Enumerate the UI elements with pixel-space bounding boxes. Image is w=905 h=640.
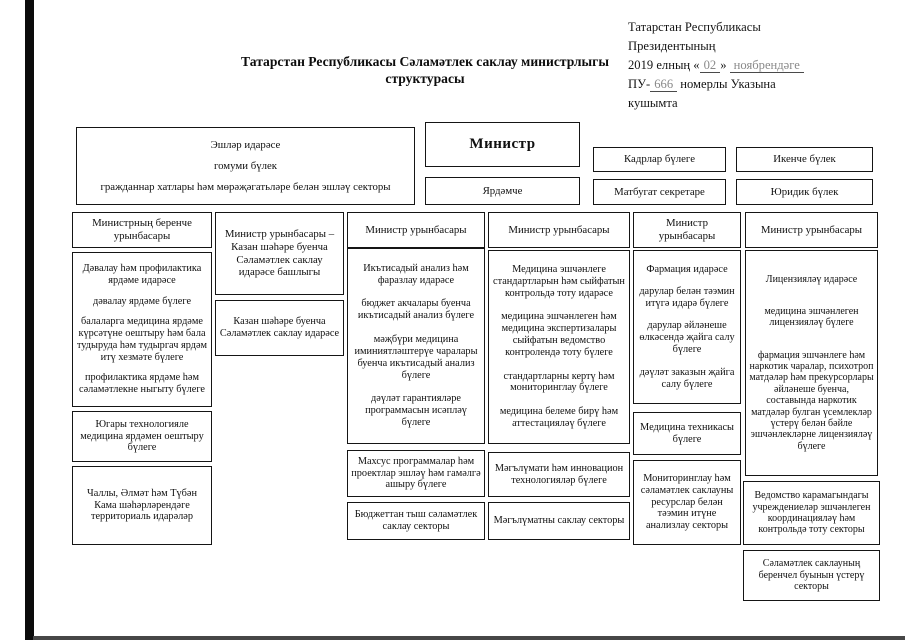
column-5-head-deputy: Министр урынбасары <box>633 212 741 248</box>
org-box-legal-dept: Юридик бүлек <box>736 179 873 205</box>
org-box-press-secretary: Матбугат секретаре <box>593 179 726 205</box>
column-4-unit-it-innovation: Мәгълүмати һәм инновацион технологияләр … <box>488 452 630 497</box>
org-box-hr-dept: Кадрлар бүлеге <box>593 147 726 172</box>
annotation-line: Президентының <box>628 38 716 53</box>
column-4-unit-info-security-sector: Мәгълүматны саклау секторы <box>488 502 630 540</box>
column-2-head-deputy-kazan: Министр урынбасары – Казан шәһәре буенча… <box>215 212 344 295</box>
scan-edge-left <box>25 0 34 640</box>
annotation-line: Татарстан Республикасы <box>628 20 761 34</box>
column-6-unit-primary-care-sector: Сәламәтлек саклауның беренчел буынын үст… <box>743 550 880 601</box>
column-6-head-deputy: Министр урынбасары <box>745 212 878 248</box>
date-day-fill: 02 <box>699 57 721 73</box>
column-6-unit-subordinate-coordination: Ведомство карамагындагы учреждениеләр эш… <box>743 481 880 545</box>
org-box-second-dept: Икенче бүлек <box>736 147 873 172</box>
column-5-unit-medical-equipment: Медицина техникасы бүлеге <box>633 412 741 455</box>
decree-number-fill: 666 <box>650 76 678 92</box>
annotation-line: кушымта <box>628 95 678 110</box>
annotation-line-date: 2019 елның «02» ноябрендәге <box>628 56 898 75</box>
column-3-unit-extrabudget-sector: Бюджеттан тыш сәламәтлек саклау секторы <box>347 502 485 540</box>
column-3-head-deputy: Министр урынбасары <box>347 212 485 248</box>
column-1-head-first-deputy: Министрның беренче урынбасары <box>72 212 212 248</box>
column-2-unit-kazan-health: Казан шәһәре буенча Сәламәтлек саклау ид… <box>215 300 344 356</box>
column-1-unit-hightech-care: Югары технологияле медицина ярдәмен оешт… <box>72 411 212 462</box>
column-4-unit-standards-quality: Медицина эшчәнлеге стандартларын һәм сый… <box>488 250 630 444</box>
decree-annotation: Татарстан Республикасы Президентының 201… <box>628 18 898 112</box>
column-4-head-deputy: Министр урынбасары <box>488 212 630 248</box>
column-5-unit-monitoring-resources: Мониторинглау һәм сәламәтлек саклауны ре… <box>633 460 741 545</box>
date-month-fill: ноябрендәге <box>729 57 804 73</box>
scan-edge-bottom <box>33 636 905 640</box>
chart-title: Татарстан Республикасы Сәламәтлек саклау… <box>241 54 609 86</box>
column-3-unit-special-programs: Махсус программалар һәм проектлар эшләү … <box>347 450 485 497</box>
org-box-assistant: Ярдәмче <box>425 177 580 205</box>
annotation-line-number: ПУ-666 номерлы Указына <box>628 76 776 92</box>
column-1-unit-territorial: Чаллы, Әлмәт һәм Түбән Кама шәһәрләрендә… <box>72 466 212 545</box>
org-box-minister: Министр <box>425 122 580 167</box>
